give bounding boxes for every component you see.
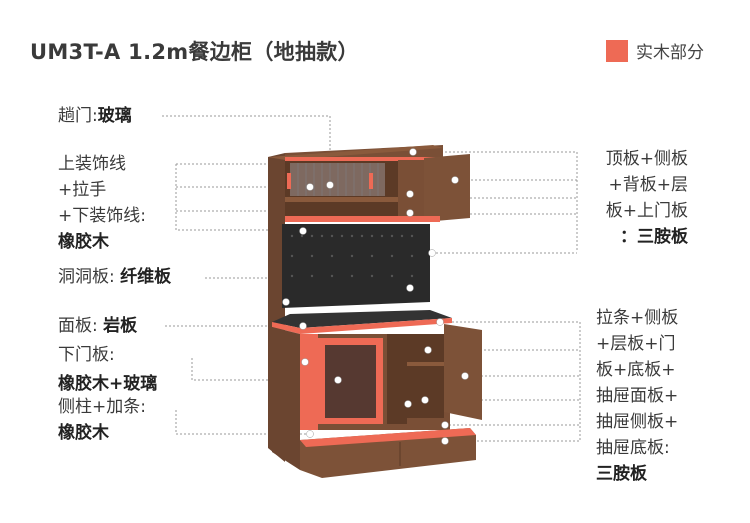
legend-label: 实木部分 bbox=[636, 43, 704, 63]
pegboard bbox=[282, 224, 430, 308]
label-side-post: 侧柱+加条: 橡胶木 bbox=[58, 397, 146, 443]
label-lower-door: 下门板: 橡胶木+玻璃 bbox=[58, 345, 158, 394]
label-lower-panels: 拉条+侧板 +层板+门 板+底板+ 抽屉面板+ 抽屉侧板+ 抽屉底板: 三胺板 bbox=[596, 308, 679, 484]
label-top-panels: 顶板+侧板 +背板+层 板+上门板 ：三胺板 bbox=[605, 149, 688, 247]
side-post bbox=[300, 334, 318, 430]
countertop bbox=[272, 310, 452, 328]
label-pegboard: 洞洞板: 纤维板 bbox=[58, 267, 172, 287]
legend: 实木部分 bbox=[606, 38, 704, 63]
upper-door bbox=[424, 154, 470, 222]
label-trim-handle: 上装饰线 +拉手 +下装饰线: 橡胶木 bbox=[58, 154, 146, 252]
legend-swatch-solid-wood bbox=[606, 39, 628, 62]
lower-right-door bbox=[444, 324, 482, 420]
page-title: UM3T-A 1.2m餐边柜（地抽款） bbox=[30, 40, 359, 64]
label-sliding-door: 趟门:玻璃 bbox=[58, 106, 132, 126]
label-countertop: 面板: 岩板 bbox=[58, 316, 138, 336]
